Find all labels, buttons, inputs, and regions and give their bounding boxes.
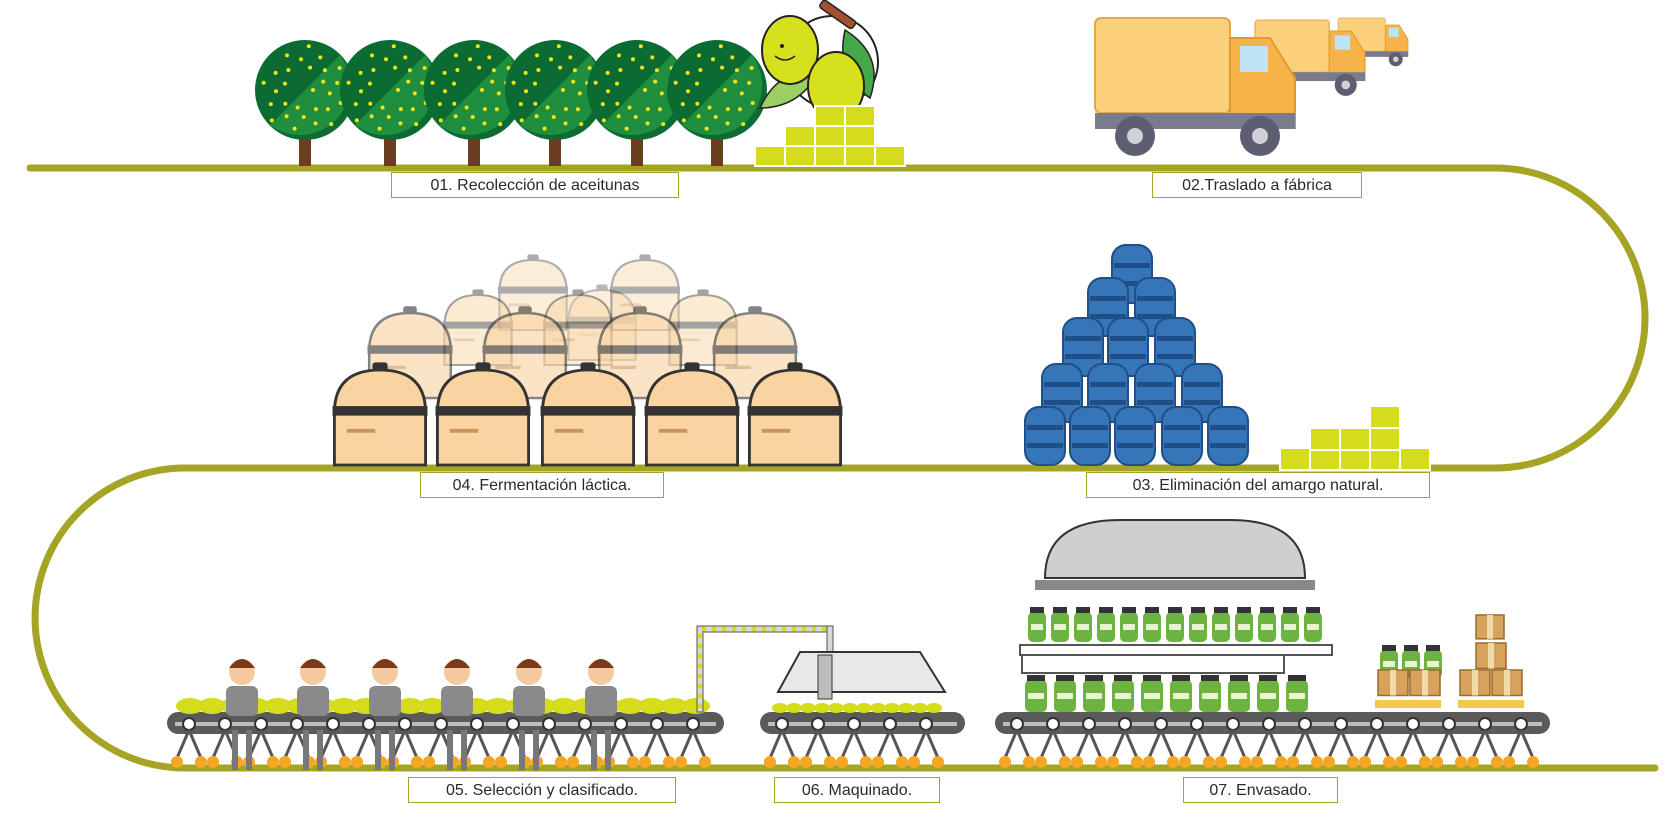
step-06-label: 06. Maquinado. xyxy=(774,777,940,803)
olive-jar xyxy=(1120,607,1138,642)
step-02-label: 02.Traslado a fábrica xyxy=(1152,172,1362,198)
step-07-label: 07. Envasado. xyxy=(1183,777,1338,803)
worker xyxy=(297,659,329,770)
cardboard-box xyxy=(1475,614,1505,640)
worker xyxy=(226,659,258,770)
olive-jar xyxy=(1051,607,1069,642)
olive-jar xyxy=(1189,607,1207,642)
cardboard-box xyxy=(1409,669,1441,697)
cardboard-box xyxy=(1491,669,1523,697)
olive-jar xyxy=(1074,607,1092,642)
olive-tree xyxy=(255,40,355,166)
olive-jar xyxy=(1083,675,1105,712)
olive-jar xyxy=(1199,675,1221,712)
barrel xyxy=(1161,406,1203,466)
sorting-workers xyxy=(226,659,617,770)
packaging-machine xyxy=(1019,519,1333,674)
barrel xyxy=(1114,406,1156,466)
olive-tree xyxy=(505,40,605,166)
olive-jar xyxy=(1258,607,1276,642)
olive-jar xyxy=(1025,675,1047,712)
olive-tree xyxy=(667,40,767,166)
olive-tree xyxy=(587,40,687,166)
fermentation-tank xyxy=(644,362,740,467)
barrel xyxy=(1062,317,1104,377)
barrel xyxy=(1024,406,1066,466)
barrel xyxy=(1069,406,1111,466)
olive-branch-icon xyxy=(758,0,879,121)
olive-jar xyxy=(1212,607,1230,642)
olive-jar xyxy=(1054,675,1076,712)
worker xyxy=(585,659,617,770)
olive-jar xyxy=(1166,607,1184,642)
fermentation-tank xyxy=(747,362,843,467)
conveyor xyxy=(760,712,965,768)
shipping-boxes xyxy=(1375,614,1524,708)
cardboard-box xyxy=(1459,669,1491,697)
olive-tree xyxy=(340,40,440,166)
olive-trees xyxy=(255,40,767,166)
olive-crates-stage1 xyxy=(754,105,906,167)
olive-jar xyxy=(1286,675,1308,712)
step-04-label: 04. Fermentación láctica. xyxy=(420,472,664,498)
conveyor xyxy=(995,712,1550,768)
worker xyxy=(441,659,473,770)
fermentation-tanks xyxy=(332,254,843,467)
olive-jar xyxy=(1112,675,1134,712)
step-05-label: 05. Selección y clasificado. xyxy=(408,777,676,803)
step-01-label: 01. Recolección de aceitunas xyxy=(391,172,679,198)
truck xyxy=(1254,19,1366,96)
olive-jar xyxy=(1141,675,1163,712)
olive-jar xyxy=(1170,675,1192,712)
olive-jar xyxy=(1143,607,1161,642)
step-03-label: 03. Eliminación del amargo natural. xyxy=(1086,472,1430,498)
conveyor-belts xyxy=(167,698,1550,768)
truck xyxy=(1094,17,1296,156)
olive-jar xyxy=(1257,675,1279,712)
fermentation-tank xyxy=(332,362,428,467)
olive-jar xyxy=(1228,675,1250,712)
cardboard-box xyxy=(1475,642,1507,670)
debittering-barrels xyxy=(1024,244,1249,466)
olive-tree xyxy=(424,40,524,166)
barrel xyxy=(1207,406,1249,466)
olive-jar xyxy=(1028,607,1046,642)
process-path xyxy=(26,164,1659,772)
olive-jar xyxy=(1097,607,1115,642)
worker xyxy=(369,659,401,770)
worker xyxy=(513,659,545,770)
olive-jar xyxy=(1281,607,1299,642)
fermentation-tank xyxy=(435,362,531,467)
olive-crates-stage3 xyxy=(1279,405,1431,471)
pitting-machine xyxy=(776,651,947,700)
olive-jar xyxy=(1304,607,1322,642)
olive-jar xyxy=(1235,607,1253,642)
cardboard-box xyxy=(1377,669,1409,697)
fermentation-tank xyxy=(540,362,636,467)
fermentation-tank xyxy=(610,254,680,332)
transport-trucks xyxy=(1094,17,1409,156)
